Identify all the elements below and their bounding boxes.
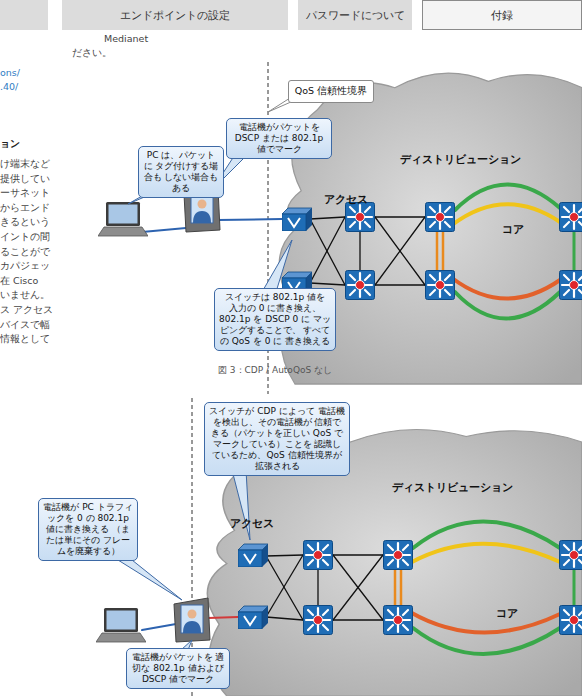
layer-label: コア (502, 222, 524, 237)
layer-label: アクセス (324, 192, 368, 207)
box-text: スイッチは 802.1p 値を 入力の 0 に書き換え、 802.1p を DS… (219, 292, 331, 347)
layer-label: コア (496, 606, 518, 621)
side-text: ださい。 (72, 47, 112, 60)
figure-caption: 図 3：CDP / AutoQoS なし (218, 364, 332, 377)
side-text: 提供してい (0, 173, 50, 186)
callout-box: 電話機がパケットを 適切な 802.1p 値および DSCP 値でマーク (126, 648, 230, 689)
boundary-label: QoS 信頼性境界 (288, 80, 374, 103)
box-text: パスワードについて (306, 8, 405, 23)
side-text: け端末など (0, 158, 50, 171)
side-text: カパジェッ (0, 260, 50, 273)
side-text: からエンド (0, 202, 50, 215)
side-text: Medianet (104, 33, 148, 44)
side-text: きるという (0, 216, 50, 229)
box-text: 電話機が PC トラフィックを 0 の 802.1p 値に書き換える （または単… (43, 502, 133, 557)
callout-box: 電話機が PC トラフィックを 0 の 802.1p 値に書き換える （または単… (38, 498, 138, 561)
nav-tab: 付録 (422, 0, 582, 30)
side-text: ス アクセス (0, 304, 53, 317)
side-text: ることがで (0, 246, 50, 259)
callout-box: スイッチが CDP によって 電話機を検出し、その電話機が 信頼できる（パケット… (204, 402, 350, 476)
side-text: ーサネット (0, 187, 50, 200)
callout-box: 電話機がパケットを DSCP または 802.1p 値でマーク (226, 118, 332, 159)
nav-tab: パスワードについて (298, 0, 412, 30)
box-text: スイッチが CDP によって 電話機を検出し、その電話機が 信頼できる（パケット… (209, 406, 345, 472)
box-text: 電話機がパケットを DSCP または 802.1p 値でマーク (231, 122, 327, 155)
side-text: 在 Cisco (0, 275, 38, 288)
box-text: 電話機がパケットを 適切な 802.1p 値および DSCP 値でマーク (131, 652, 225, 685)
side-text: バイスで幅 (0, 319, 50, 332)
side-text: ョン (0, 138, 20, 151)
side-text: 情報として (0, 333, 50, 346)
box-text: エンドポイントの設定 (120, 8, 230, 23)
side-text: .40/ (0, 81, 18, 92)
layer-label: アクセス (230, 516, 274, 531)
side-text: いません。 (0, 289, 50, 302)
box-text: 付録 (491, 8, 513, 23)
callout-box: スイッチは 802.1p 値を 入力の 0 に書き換え、 802.1p を DS… (214, 288, 336, 351)
callout-box: PC は、パケットに タグ付けする場合も しない場合もある (138, 146, 224, 198)
layer-label: ディストリビューション (400, 152, 521, 167)
side-text: ons/ (0, 67, 20, 78)
nav-tab: エンドポイントの設定 (62, 0, 288, 30)
layer-label: ディストリビューション (392, 480, 513, 495)
box-text: PC は、パケットに タグ付けする場合も しない場合もある (143, 150, 219, 194)
side-text: イントの間 (0, 231, 50, 244)
box-text: QoS 信頼性境界 (294, 85, 368, 98)
